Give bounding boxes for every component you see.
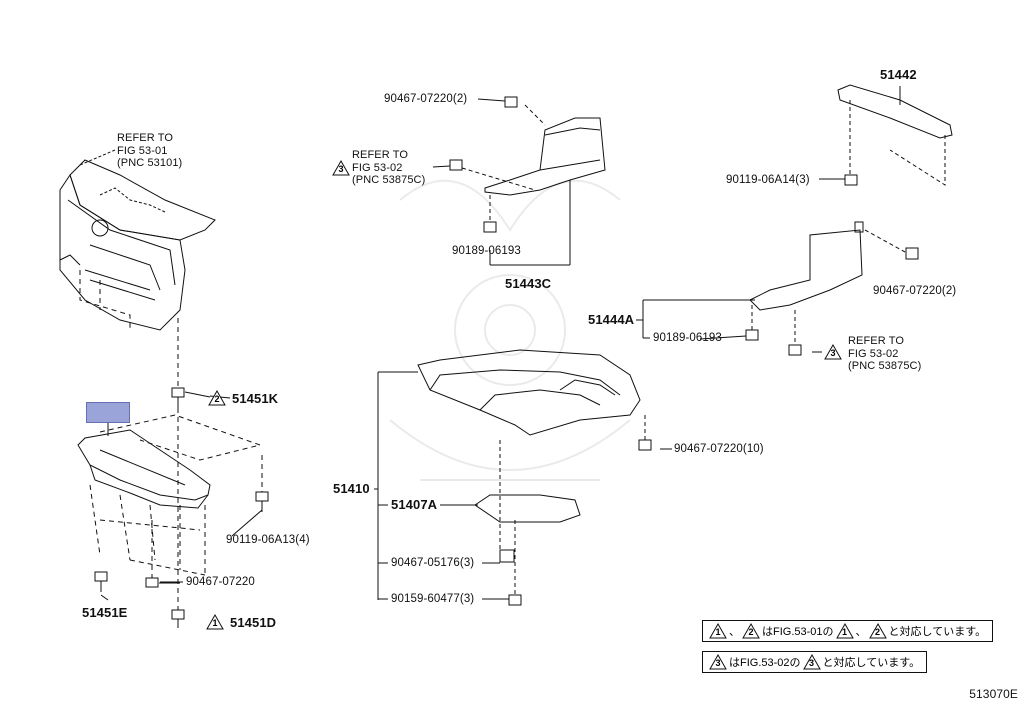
label-51451k[interactable]: 51451K [232, 391, 279, 406]
label-90467-07220-2-top[interactable]: 90467-07220(2) [384, 93, 468, 105]
label-90467-07220-left[interactable]: 90467-07220 [186, 576, 255, 588]
label-90467-05176[interactable]: 90467-05176(3) [391, 557, 475, 569]
diagram-code: 513070E [969, 687, 1018, 701]
splash-shield-51443c [449, 96, 606, 266]
label-90159-60477[interactable]: 90159-60477(3) [391, 593, 475, 605]
note-triangle-2a: 2 [742, 623, 760, 639]
label-51451d[interactable]: 51451D [230, 615, 277, 630]
label-90119-06a13[interactable]: 90119-06A13(4) [226, 534, 310, 546]
cover-51442 [837, 84, 953, 186]
left-dashed-leaders [79, 270, 263, 610]
splash-shield-51444a [636, 221, 919, 356]
highlight-box [86, 402, 130, 423]
label-90189-06193-right[interactable]: 90189-06193 [653, 332, 722, 344]
label-51410[interactable]: 51410 [333, 481, 370, 496]
label-51444a[interactable]: 51444A [588, 312, 635, 327]
note-fig-53-01: 1 、 2 はFIG.53-01の 1 、 2 と対応しています。 [702, 620, 994, 642]
refer-label-right: REFER TO FIG 53-02 (PNC 53875C) [848, 335, 922, 372]
watermark [389, 179, 631, 481]
label-90189-06193-mid[interactable]: 90189-06193 [452, 245, 521, 257]
note1-text-c: 、 [855, 626, 867, 638]
front-bumper-illustration [59, 159, 216, 331]
triangle-marker-3-mid: 3 [332, 160, 350, 176]
note-fig-53-02: 3 はFIG.53-02の 3 と対応しています。 [702, 651, 928, 673]
note-triangle-1a: 1 [709, 623, 727, 639]
note-triangle-3b: 3 [802, 654, 821, 670]
label-leaders [79, 98, 845, 601]
refer-label-top-left: REFER TO FIG 53-01 (PNC 53101) [117, 132, 183, 169]
note1-text-a: 、 [729, 626, 740, 638]
triangle-marker-1: 1 [206, 614, 224, 630]
label-51442[interactable]: 51442 [880, 67, 917, 82]
label-51407a[interactable]: 51407A [391, 497, 438, 512]
note1-text-b: はFIG.53-01の [762, 626, 834, 638]
engine-undercover-51410 [374, 349, 652, 606]
note1-text-d: と対応しています。 [888, 626, 987, 638]
front-lower-cover [77, 429, 211, 509]
left-fasteners [94, 387, 269, 628]
refer-label-mid-left: REFER TO FIG 53-02 (PNC 53875C) [352, 149, 426, 186]
note2-text-a: はFIG.53-02の [729, 657, 801, 669]
triangle-marker-3-right: 3 [824, 344, 842, 360]
label-90467-07220-10[interactable]: 90467-07220(10) [674, 443, 764, 455]
label-51451e[interactable]: 51451E [82, 605, 128, 620]
label-90119-06a14[interactable]: 90119-06A14(3) [726, 174, 810, 186]
triangle-marker-2: 2 [208, 390, 226, 406]
note2-text-b: と対応しています。 [822, 657, 921, 669]
note-triangle-1b: 1 [835, 623, 854, 639]
note-triangle-2b: 2 [868, 623, 887, 639]
label-90467-07220-2-right[interactable]: 90467-07220(2) [873, 285, 957, 297]
note-triangle-3a: 3 [709, 654, 727, 670]
label-51443c[interactable]: 51443C [505, 276, 552, 291]
